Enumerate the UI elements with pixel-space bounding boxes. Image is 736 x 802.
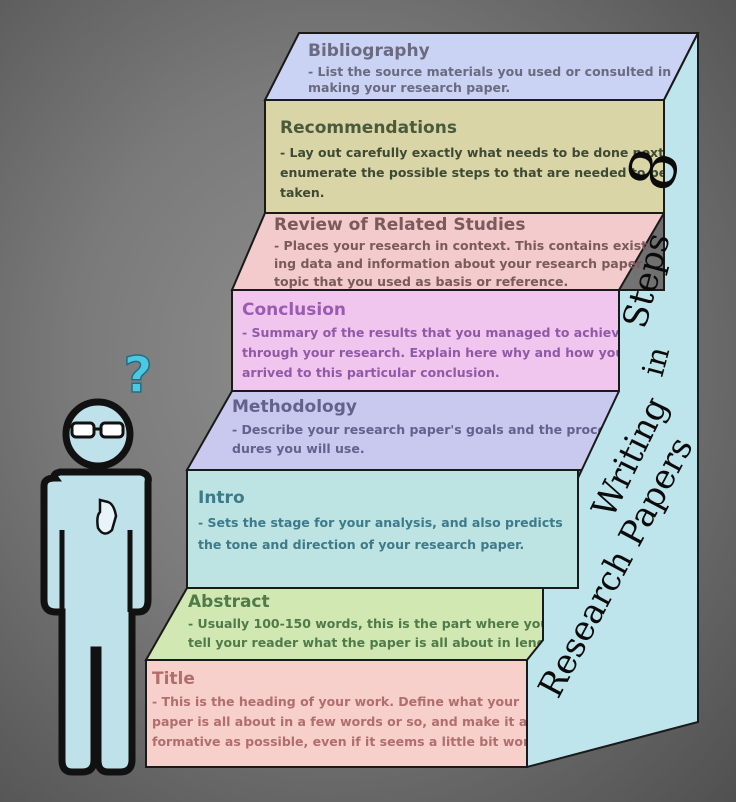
step-description-line: the tone and direction of your research … <box>198 537 524 552</box>
step-conclusion: Conclusion - Summary of the results that … <box>231 289 628 392</box>
step-methodology: Methodology - Describe your research pape… <box>185 390 620 471</box>
question-mark-icon: ? <box>123 346 152 404</box>
staircase: Bibliography - List the source materials … <box>144 32 700 768</box>
step-description-line: - List the source materials you used or … <box>308 64 671 79</box>
step-title: Review of Related Studies <box>274 215 525 235</box>
step-review: Review of Related Studies - Places your r… <box>230 212 666 291</box>
step-description-line: - Describe your research paper's goals a… <box>232 422 611 437</box>
step-title: Recommendations <box>280 118 457 138</box>
thinking-person-figure: ? <box>40 345 153 776</box>
step-description-line: tell your reader what the paper is all a… <box>188 635 565 650</box>
step-description-line: paper is all about in a few words or so,… <box>152 714 557 729</box>
step-description-line: ing data and information about your rese… <box>274 256 643 271</box>
step-title: Title - This is the heading of your work.… <box>145 659 557 768</box>
step-description-line: through your research. Explain here why … <box>242 345 624 360</box>
step-title: Abstract <box>188 592 270 612</box>
step-abstract: Abstract - Usually 100-150 words, this is… <box>144 587 580 661</box>
step-description-line: enumerate the possible steps to that are… <box>280 165 667 180</box>
figure-body <box>40 468 152 776</box>
step-face <box>145 659 528 768</box>
step-face <box>186 469 579 589</box>
step-description-line: - Usually 100-150 words, this is the par… <box>188 616 549 631</box>
step-description-line: topic that you used as basis or referenc… <box>274 274 568 289</box>
figure-hand-icon <box>96 498 118 535</box>
step-description-line: arrived to this particular conclusion. <box>242 365 500 380</box>
step-description-line: making your research paper. <box>308 80 510 95</box>
step-description-line: taken. <box>280 185 325 200</box>
glasses-icon <box>65 421 125 439</box>
step-description-line: - Places your research in context. This … <box>274 238 652 253</box>
step-title: Bibliography <box>308 41 430 61</box>
figure-head <box>62 398 134 470</box>
step-face <box>231 289 620 392</box>
step-description-line: formative as possible, even if it seems … <box>152 734 550 749</box>
step-description-line: dures you will use. <box>232 441 365 456</box>
step-intro: Intro - Sets the stage for your analysis,… <box>186 469 579 589</box>
step-description-line: - Summary of the results that you manage… <box>242 325 628 340</box>
step-description-line: - Sets the stage for your analysis, and … <box>198 515 563 530</box>
step-recommendations: Recommendations - Lay out carefully exact… <box>264 99 669 214</box>
step-title: Intro <box>198 488 245 508</box>
side-face <box>526 32 699 769</box>
step-title: Title <box>152 669 195 689</box>
step-description-line: - This is the heading of your work. Defi… <box>152 694 520 709</box>
step-bibliography: Bibliography - List the source materials … <box>263 32 700 101</box>
step-description-line: - Lay out carefully exactly what needs t… <box>280 145 669 160</box>
step-title: Conclusion <box>242 300 346 320</box>
step-title: Methodology <box>232 397 357 417</box>
